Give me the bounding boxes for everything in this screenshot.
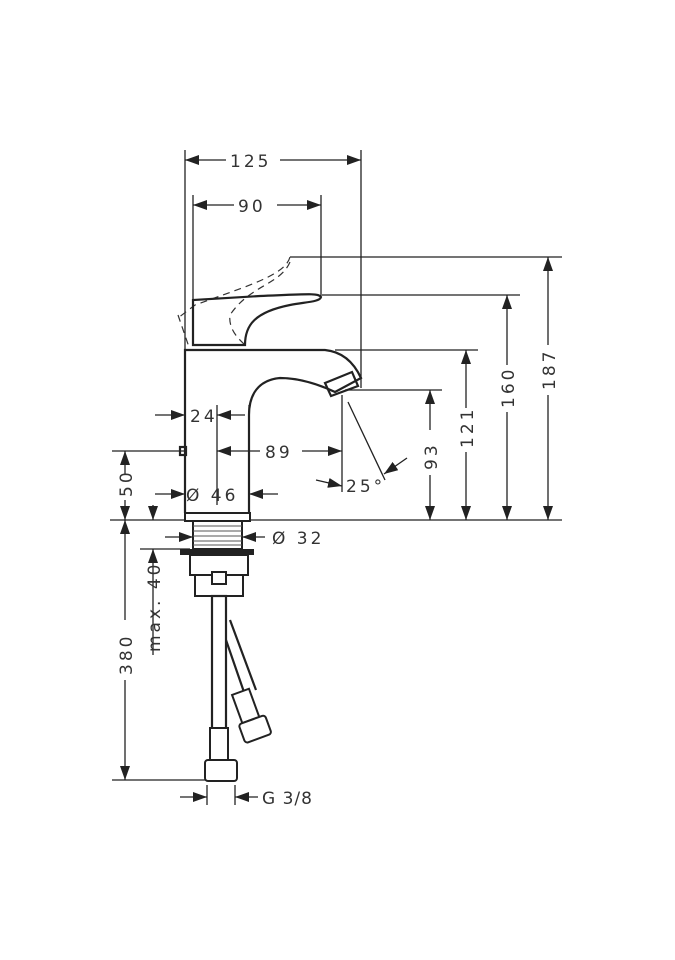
dimension-lines (120, 155, 553, 802)
dim-93: 93 (422, 442, 442, 470)
dim-380: 380 (117, 634, 137, 675)
dim-187: 187 (540, 349, 560, 390)
dim-g-3-8: G 3/8 (262, 789, 313, 809)
extension-lines (110, 150, 562, 805)
dim-121: 121 (458, 407, 478, 448)
faucet-body (177, 256, 363, 513)
dim-50: 50 (117, 469, 137, 497)
mounting-assembly (180, 512, 272, 782)
dim-25-degrees: 25° (346, 477, 385, 497)
dim-90: 90 (238, 197, 266, 217)
dim-125: 125 (230, 152, 271, 172)
dim-160: 160 (499, 367, 519, 408)
dim-diameter-32: Ø 32 (272, 529, 324, 549)
dim-max-40: max. 40 (145, 562, 165, 652)
dim-89: 89 (265, 443, 293, 463)
dim-24: 24 (190, 407, 218, 427)
dim-diameter-46: Ø 46 (186, 486, 238, 506)
